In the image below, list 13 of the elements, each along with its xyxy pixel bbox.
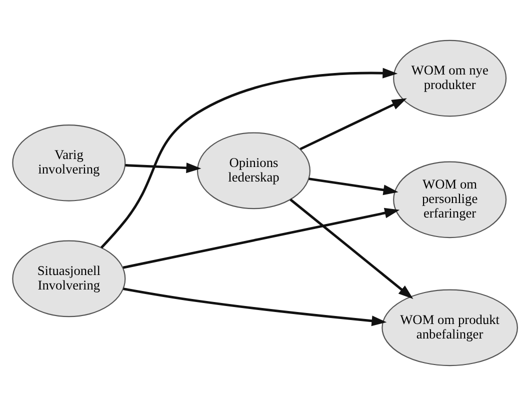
node-ellipse: Opinions lederskap (196, 132, 311, 210)
arrow (290, 198, 414, 299)
node-ellipse: WOM om nye produkter (393, 40, 507, 117)
arrow (100, 68, 398, 249)
arrow (308, 178, 398, 196)
node-ellipse: WOM om personlige erfaringer (393, 161, 507, 238)
arrow (125, 162, 202, 174)
node-ellipse: WOM om produkt anbefalinger (382, 289, 518, 366)
arrow (122, 208, 400, 269)
node-ellipse: Varig involvering (12, 124, 126, 202)
arrow (123, 288, 387, 326)
node-ellipse: Situasjonell Involvering (12, 240, 126, 318)
arrow (300, 98, 407, 150)
